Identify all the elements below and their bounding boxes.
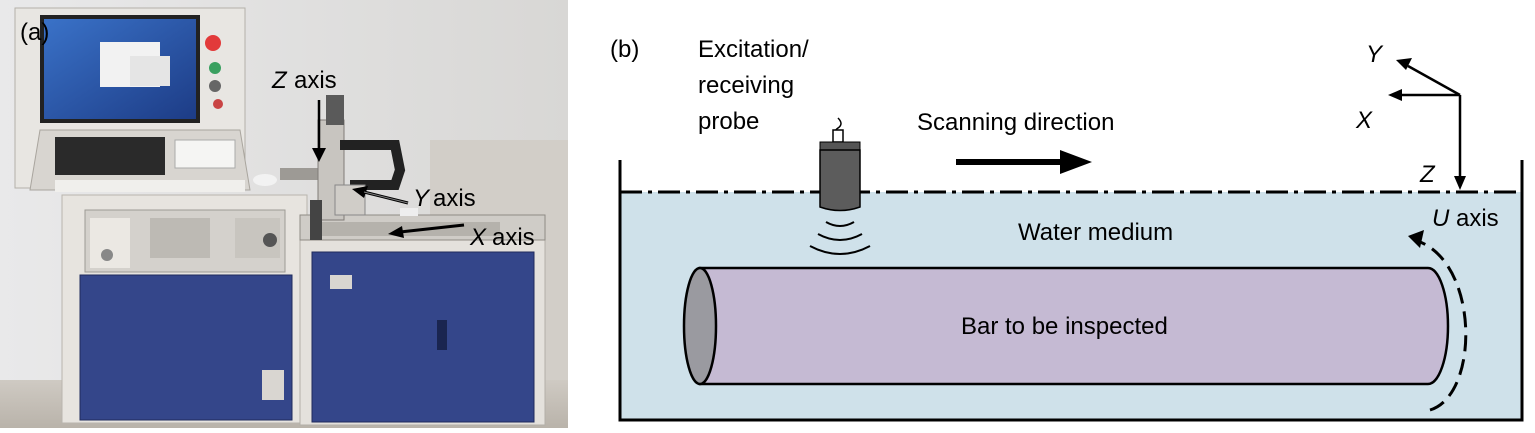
z-axis-word: axis (294, 67, 337, 94)
wave-arc-1 (825, 221, 855, 227)
x-direction-arrowhead (1388, 89, 1402, 101)
water-medium-label: Water medium (1018, 219, 1173, 246)
panel-b-schematic: (b) Excitation/ receiving probe Scanning… (590, 0, 1535, 428)
y-direction-line (1407, 64, 1461, 97)
u-axis-arrowhead (1408, 230, 1424, 248)
u-axis-rotation-arc (1414, 238, 1468, 412)
red-light (205, 35, 221, 51)
probe-label-line1: Excitation/ (698, 36, 809, 63)
scanning-direction-arrowhead (1060, 150, 1092, 174)
x-axis-letter: X (469, 224, 487, 251)
coord-z-label: Z (1419, 161, 1436, 188)
water-tank (618, 160, 1524, 422)
z-axis-letter: Z (271, 67, 288, 94)
panel-a-label: (a) (20, 19, 49, 46)
x-axis-word: axis (492, 224, 535, 251)
wave-arc-3 (809, 245, 871, 255)
keyboard (55, 137, 165, 175)
scanning-direction-label: Scanning direction (917, 109, 1114, 136)
y-axis-letter: Y (413, 185, 431, 212)
z-axis-arrowhead (312, 148, 326, 162)
probe-icon (819, 149, 861, 212)
green-light (209, 62, 221, 74)
panel-b-label: (b) (610, 36, 639, 63)
scanning-schematic: (b) Excitation/ receiving probe Scanning… (610, 36, 1524, 422)
wave-arc-2 (817, 233, 863, 241)
z-direction-arrowhead (1454, 176, 1466, 190)
y-axis-arrowhead (352, 186, 368, 198)
x-axis-arrow-shaft (399, 223, 465, 234)
probe-label-line3: probe (698, 108, 759, 135)
y-axis-word: axis (433, 185, 476, 212)
u-axis-letter: U (1432, 205, 1450, 232)
y-direction-arrowhead (1396, 58, 1412, 70)
coord-y-label: Y (1366, 41, 1384, 68)
u-axis-word: axis (1456, 205, 1499, 232)
probe-label-line2: receiving (698, 72, 794, 99)
bar-end-face (682, 266, 718, 386)
x-axis-arrowhead (388, 226, 404, 238)
bar-body (698, 266, 1450, 386)
bar-label: Bar to be inspected (961, 313, 1168, 340)
coord-x-label: X (1355, 107, 1373, 134)
scanner-photo: (a) Z axis Y axis X axis (0, 0, 568, 430)
panel-a-photo: (a) Z axis Y axis X axis (0, 0, 568, 430)
left-cabinet-door (79, 274, 293, 421)
